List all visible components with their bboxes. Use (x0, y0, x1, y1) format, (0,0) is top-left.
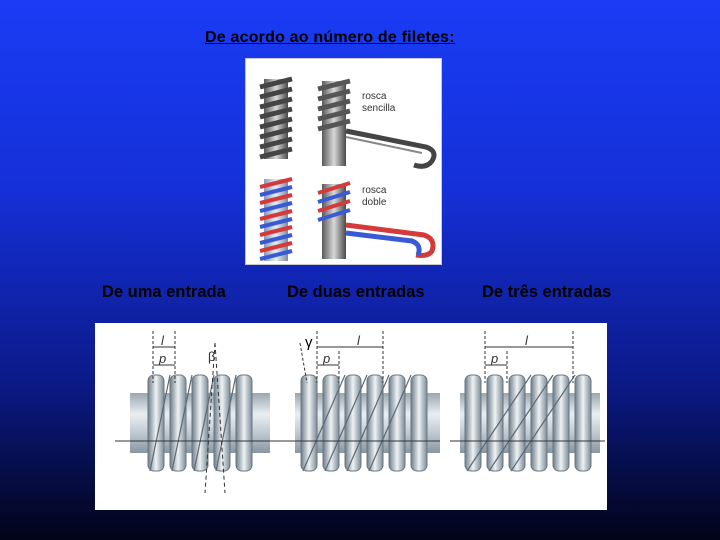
slide-title: De acordo ao número de filetes: (205, 29, 455, 46)
single-thread-screw-left (259, 76, 293, 160)
lead-label-1: l (161, 333, 165, 348)
pitch-label-3: p (490, 351, 498, 366)
caption-single-start: De uma entrada (102, 283, 226, 301)
single-thread-screw-right (317, 78, 437, 169)
double-thread-screw-right (317, 181, 436, 259)
double-thread-screw-left (259, 177, 293, 261)
pitch-label-1: p (158, 351, 166, 366)
gamma-label: γ (305, 334, 313, 351)
single-thread-label-2: sencilla (362, 103, 396, 114)
cylinder-triple-start: l p (450, 331, 605, 472)
cylinder-single-start: l p β (115, 331, 285, 494)
double-thread-label-2: doble (362, 197, 387, 208)
thread-starts-illustration: l p β (115, 331, 605, 494)
thread-type-illustration: rosca sencilla rosca doble (259, 76, 437, 261)
single-thread-label-1: rosca (362, 91, 387, 102)
caption-triple-start: De três entradas (482, 283, 612, 301)
lead-label-2: l (357, 333, 361, 348)
beta-label: β (208, 349, 215, 364)
thread-type-figure: rosca sencilla rosca doble (245, 58, 442, 265)
thread-starts-figure: l p β (95, 323, 607, 510)
caption-double-start: De duas entradas (287, 283, 425, 301)
double-thread-label-1: rosca (362, 185, 387, 196)
pitch-label-2: p (322, 351, 330, 366)
lead-label-3: l (525, 333, 529, 348)
cylinder-double-start: γ l p (285, 331, 440, 472)
